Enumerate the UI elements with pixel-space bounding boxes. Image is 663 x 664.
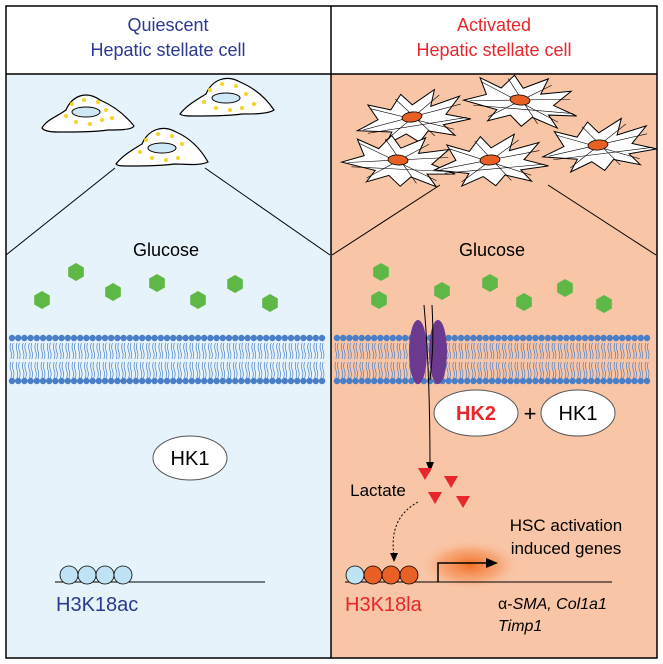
lipid-droplets	[202, 82, 256, 112]
right-title-line1: Activated	[457, 15, 531, 35]
glucose-hexagon	[190, 291, 206, 309]
right-glucose-label: Glucose	[459, 240, 525, 260]
left-cell-membrane	[8, 334, 326, 385]
glucose-hexagon	[227, 275, 243, 293]
flux-arrowhead	[426, 462, 434, 472]
right-hk1-label: HK1	[559, 403, 598, 425]
left-title-line1: Quiescent	[127, 15, 208, 35]
glucose-hexagon	[68, 263, 84, 281]
glucose-hexagon	[262, 294, 278, 312]
left-zoom-line-a	[5, 167, 116, 256]
left-hk1-oval: HK1	[152, 435, 228, 481]
quiescent-cell-3	[115, 127, 209, 167]
glucose-hexagon	[557, 279, 573, 297]
lipid-droplets	[138, 132, 184, 162]
left-histone-mark: H3K18ac	[56, 594, 138, 616]
left-zoom-line-b	[204, 167, 331, 256]
glucose-hexagon	[371, 291, 387, 309]
activated-cell	[461, 74, 577, 130]
quiescent-cell-1	[41, 94, 135, 133]
glucose-hexagon	[516, 293, 532, 311]
activated-cell	[432, 133, 549, 188]
nucleus	[587, 139, 609, 151]
hk2-label: HK2	[456, 403, 496, 425]
activated-cell	[541, 117, 657, 174]
lactate-molecules	[418, 468, 470, 508]
nucleus	[479, 154, 501, 166]
quiescent-cell-2	[179, 77, 275, 117]
transcription-arrowhead	[486, 558, 498, 568]
glucose-hexagon	[482, 274, 498, 292]
nucleus	[401, 111, 423, 123]
lactate-label: Lactate	[350, 481, 406, 500]
activated-cell	[355, 88, 471, 147]
right-hk1-oval: HK1	[540, 389, 616, 437]
right-title-line2: Hepatic stellate cell	[416, 40, 571, 60]
right-nucleosomes	[345, 565, 419, 585]
glucose-molecules	[34, 263, 612, 313]
lipid-droplets	[64, 98, 114, 126]
genes-label-line2: induced genes	[511, 539, 622, 558]
glucose-hexagon	[373, 263, 389, 281]
gene-list-line1: α-SMA, Col1a1	[498, 596, 607, 613]
activated-cells	[339, 74, 657, 188]
right-zoom-line-a	[331, 184, 441, 256]
glucose-hexagon	[434, 282, 450, 300]
left-title-line2: Hepatic stellate cell	[90, 40, 245, 60]
glucose-hexagon	[34, 291, 50, 309]
glucose-hexagon	[596, 295, 612, 313]
left-hk1-label: HK1	[171, 448, 210, 470]
glucose-flux-line-b	[429, 304, 434, 381]
nucleus	[509, 94, 531, 106]
glucose-hexagon	[105, 283, 121, 301]
glucose-flux-line-a	[423, 304, 431, 466]
hk2-oval: HK2	[433, 389, 519, 437]
genes-label-line1: HSC activation	[510, 516, 622, 535]
right-histone-mark: H3K18la	[345, 594, 423, 616]
nucleus	[387, 154, 409, 166]
activated-cell	[339, 134, 456, 188]
left-glucose-label: Glucose	[133, 240, 199, 260]
gene-list-line2: Timp1	[498, 618, 542, 635]
lactylation-arrow	[392, 501, 419, 557]
glucose-transporter	[409, 320, 447, 384]
transcription-start-arrow	[437, 562, 488, 582]
plus-sign: +	[524, 401, 537, 426]
left-nucleosomes	[59, 565, 133, 585]
lactylation-arrowhead	[390, 553, 398, 562]
right-zoom-line-b	[547, 184, 657, 256]
glucose-hexagon	[149, 274, 165, 292]
